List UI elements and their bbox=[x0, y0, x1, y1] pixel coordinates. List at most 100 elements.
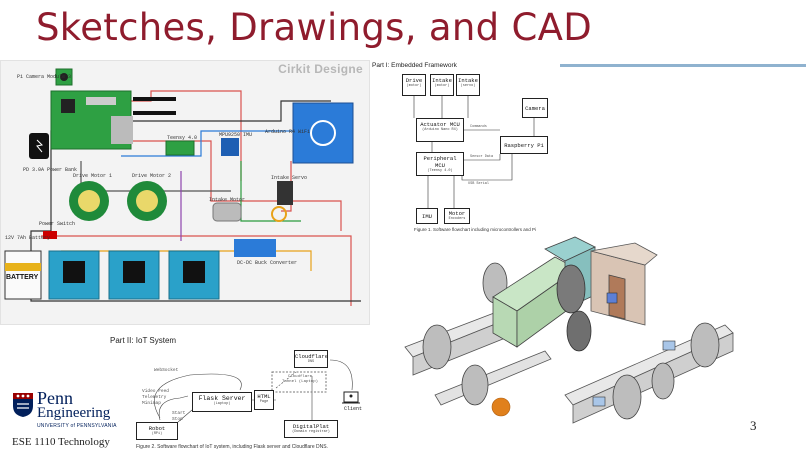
cad-wheels bbox=[422, 262, 720, 420]
cad-ball bbox=[491, 397, 511, 417]
box-flask-label: Flask Server bbox=[198, 395, 246, 402]
box-digitalplat-sub: (Domain registrar) bbox=[292, 430, 330, 434]
box-encoders-label: Motor bbox=[448, 210, 466, 217]
box-robot-label: Robot bbox=[148, 425, 166, 432]
cad-render bbox=[395, 235, 750, 447]
edge-label-usb: USB Serial bbox=[468, 182, 490, 186]
box-robot: Robot(RPi) bbox=[136, 422, 178, 440]
box-robot-sub: (RPi) bbox=[151, 432, 163, 436]
logo-penn: Penn bbox=[37, 388, 73, 408]
tunnel-label-2: Tunnel (Laptop) bbox=[281, 380, 318, 384]
label-drive-motor-2: Drive Motor 2 bbox=[132, 173, 172, 179]
box-actuator-label: Actuator MCU bbox=[420, 121, 460, 128]
box-pi-label: Raspberry Pi bbox=[504, 142, 544, 149]
wire-red-3 bbox=[41, 235, 352, 306]
label-battery: 12V 7Ah Battery bbox=[5, 235, 51, 241]
box-html-label: HTML bbox=[257, 393, 271, 400]
wire-blue-1 bbox=[121, 130, 311, 157]
wire-black-2 bbox=[131, 100, 331, 122]
box-digitalplat-label: DigitalPlat bbox=[292, 423, 330, 430]
wiring-brand: Cirkit Designe bbox=[278, 62, 363, 76]
cad-intake-wheel-1 bbox=[556, 264, 586, 314]
iot-system: Part II: IoT System WebSocket Video Feed… bbox=[100, 330, 400, 453]
raspberry-pi-usb bbox=[111, 116, 133, 144]
motor-driver-1 bbox=[48, 250, 100, 300]
box-html-sub: Page bbox=[259, 400, 269, 404]
edge-label-start: Start bbox=[172, 411, 186, 416]
box-actuator-mcu: Actuator MCU(Arduino Nano R4) bbox=[416, 118, 464, 142]
intake-servo bbox=[277, 181, 293, 205]
drive-motor-2-core bbox=[136, 190, 158, 212]
motor-driver-3-chip bbox=[183, 261, 205, 283]
power-switch bbox=[43, 231, 57, 239]
embedded-edges bbox=[413, 96, 535, 208]
box-peripheral-label: Peripheral MCU bbox=[423, 155, 457, 169]
box-drive-label: Drive bbox=[405, 77, 423, 84]
box-cloudflare-dns-label: Cloudflare bbox=[295, 353, 329, 360]
edge-websocket bbox=[154, 373, 242, 419]
client-label: Client bbox=[344, 406, 363, 412]
box-peripheral-sub: (Teensy 4.0) bbox=[427, 169, 453, 173]
box-imu: IMU bbox=[416, 208, 438, 224]
tunnel-label-1: Cloudflare bbox=[287, 375, 312, 379]
cad-intake-wheel-2 bbox=[566, 310, 592, 352]
box-intake-servo: Intake(servo) bbox=[456, 74, 480, 96]
cad-back-top bbox=[590, 242, 658, 266]
iot-caption: Figure 2. Software flowchart of IoT syst… bbox=[136, 444, 328, 450]
box-intake-motor-sub: (motor) bbox=[434, 84, 450, 88]
motor-driver-2-chip bbox=[123, 261, 145, 283]
edge-label-telemetry: Telemetry bbox=[142, 395, 167, 400]
box-intake-motor-label: Intake bbox=[432, 77, 452, 84]
box-intake-servo-sub: (servo) bbox=[460, 84, 476, 88]
edge-tunnel bbox=[275, 371, 297, 389]
label-powerbank: PD 3.0A Power Bank bbox=[23, 167, 78, 173]
box-intake-motor: Intake(motor) bbox=[430, 74, 454, 96]
box-flask-sub: (Laptop) bbox=[213, 402, 231, 406]
edge-label-video: Video Feed bbox=[142, 389, 170, 394]
drive-motor-1-core bbox=[78, 190, 100, 212]
penn-engineering-logo: Penn Engineering UNIVERSITY of PENNSYLVA… bbox=[12, 388, 116, 436]
label-drive-motor-1: Drive Motor 1 bbox=[73, 173, 113, 179]
box-raspberry-pi: Raspberry Pi bbox=[500, 136, 548, 154]
battery bbox=[4, 250, 42, 300]
raspberry-pi-header bbox=[86, 97, 116, 105]
arduino-logo bbox=[310, 120, 336, 146]
edge-label-sensor: Sensor Data bbox=[470, 155, 494, 159]
cad-blue-bracket-1 bbox=[606, 292, 618, 304]
box-imu-label: IMU bbox=[422, 213, 432, 220]
embedded-framework: Part I: Embedded Framework Drive(motor) … bbox=[372, 60, 548, 235]
edge-video bbox=[158, 395, 189, 421]
motor-driver-1-chip bbox=[63, 261, 85, 283]
cad-blue-bracket-2 bbox=[662, 340, 676, 351]
edge-client bbox=[329, 359, 353, 391]
box-actuator-sub: (Arduino Nano R4) bbox=[422, 128, 458, 132]
label-camera: Pi Camera Module 3 bbox=[17, 74, 72, 80]
box-intake-servo-label: Intake bbox=[458, 77, 478, 84]
camera-lens bbox=[60, 73, 68, 81]
box-camera: Camera bbox=[522, 98, 548, 118]
label-power-switch: Power Switch bbox=[39, 221, 76, 227]
box-drive-sub: (motor) bbox=[406, 84, 422, 88]
battery-text: BATTERY bbox=[6, 274, 39, 281]
intake-motor bbox=[212, 202, 242, 222]
embedded-title: Part I: Embedded Framework bbox=[372, 62, 457, 69]
accent-line bbox=[560, 64, 806, 67]
page-number: 3 bbox=[750, 418, 757, 433]
label-buck: DC-DC Buck Converter bbox=[237, 260, 298, 266]
power-bank-bolt bbox=[36, 139, 44, 153]
label-arduino: Arduino R4 WiFi bbox=[265, 129, 311, 135]
box-flask-server: Flask Server(Laptop) bbox=[192, 392, 252, 412]
edge-sensor bbox=[464, 154, 501, 161]
embedded-caption: Figure 1. Software flowchart including m… bbox=[414, 227, 537, 232]
edge-label-stop: Stop bbox=[172, 417, 183, 422]
wiring-svg bbox=[4, 68, 361, 306]
cad-svg bbox=[404, 236, 734, 424]
teensy-board bbox=[165, 140, 195, 156]
tunnel-box bbox=[271, 371, 327, 393]
box-cloudflare-dns-sub: DNS bbox=[307, 360, 315, 364]
edge-start bbox=[177, 409, 193, 423]
box-camera-label: Camera bbox=[525, 105, 545, 112]
imu-board bbox=[221, 138, 239, 156]
label-intake-motor: Intake Motor bbox=[209, 197, 246, 203]
